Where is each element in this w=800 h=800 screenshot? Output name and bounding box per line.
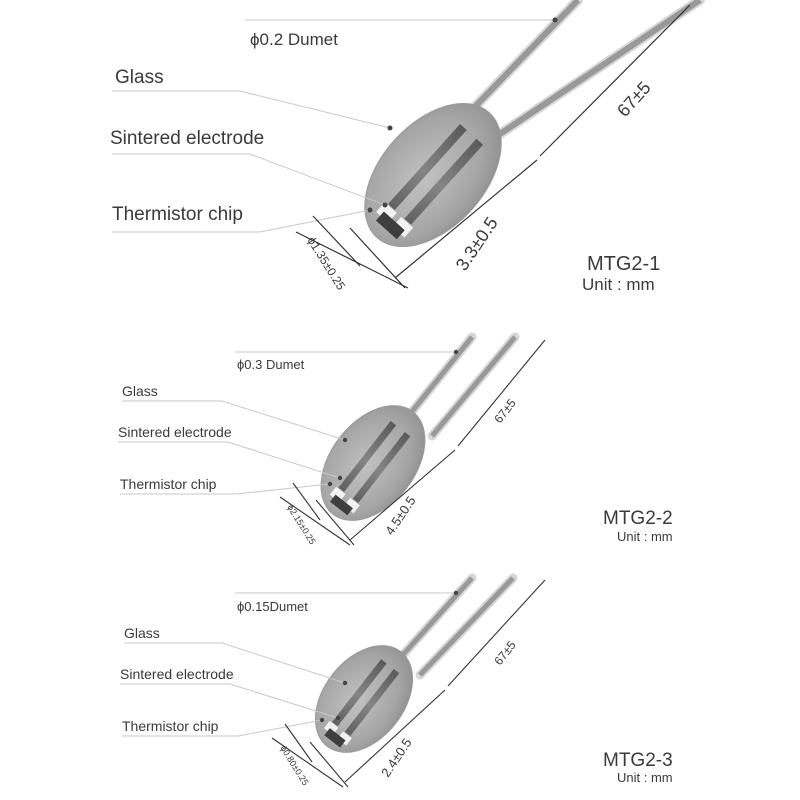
mtg2-2-unit-label: Unit : mm xyxy=(617,529,673,544)
mtg2-3-chip-label: Thermistor chip xyxy=(122,718,219,734)
mtg2-2-electrode-top xyxy=(333,420,397,498)
mtg2-2-electrode-bottom xyxy=(348,432,411,509)
mtg2-2-diagram: ϕ0.3 Dumet Glass Sintered electrode Ther… xyxy=(118,332,673,546)
mtg2-1-lead-length-label: 67±5 xyxy=(613,78,655,121)
mtg2-1-leads xyxy=(463,0,705,139)
mtg2-1-dumet-label: ϕ0.2 Dumet xyxy=(250,30,338,49)
mtg2-3-diagram: ϕ0.15Dumet Glass Sintered electrode Ther… xyxy=(120,573,673,788)
mtg2-1-electrode-label: Sintered electrode xyxy=(110,128,264,149)
mtg2-3-dumet-label: ϕ0.15Dumet xyxy=(237,599,308,614)
mtg2-3-leader-lines xyxy=(120,590,459,737)
mtg2-1-electrode-top xyxy=(381,124,467,218)
mtg2-1-glass-label: Glass xyxy=(115,67,164,88)
mtg2-1-dimension-lines xyxy=(295,4,691,289)
mtg2-1-diagram: ϕ0.2 Dumet Glass Sintered electrode Ther… xyxy=(110,0,705,294)
mtg2-1-chip-label: Thermistor chip xyxy=(112,204,243,225)
mtg2-1-leader-lines xyxy=(112,17,558,233)
mtg2-1-unit-label: Unit : mm xyxy=(582,275,655,294)
mtg2-2-electrode-label: Sintered electrode xyxy=(118,424,232,440)
mtg2-2-glass-body xyxy=(320,405,426,521)
mtg2-2-glass-label: Glass xyxy=(122,383,158,399)
mtg2-3-electrode-bottom xyxy=(340,668,400,742)
mtg2-1-glass-body xyxy=(364,103,502,247)
mtg2-2-dimension-lines xyxy=(279,339,546,546)
mtg2-3-glass-label: Glass xyxy=(124,625,160,641)
mtg2-3-lead-length-label: 67±5 xyxy=(491,638,519,668)
mtg2-3-electrode-label: Sintered electrode xyxy=(120,666,234,682)
mtg2-1-diameter-label: ϕ1.35±0.25 xyxy=(304,234,348,293)
mtg2-1-electrode-bottom xyxy=(397,138,484,233)
mtg2-3-diameter-label: ϕ0.80±0.25 xyxy=(278,744,310,787)
mtg2-3-model-label: MTG2-3 xyxy=(603,750,673,771)
mtg2-3-glass-body xyxy=(314,645,414,753)
mtg2-2-thermistor-chip xyxy=(330,494,353,516)
mtg2-2-dumet-label: ϕ0.3 Dumet xyxy=(237,357,305,372)
mtg2-2-model-label: MTG2-2 xyxy=(603,508,673,529)
mtg2-3-body-length-label: 2.4±0.5 xyxy=(378,735,415,779)
mtg2-3-leads xyxy=(395,573,518,680)
mtg2-2-chip-label: Thermistor chip xyxy=(120,476,217,492)
mtg2-3-thermistor-chip xyxy=(324,728,346,748)
mtg2-2-leader-lines xyxy=(118,349,459,495)
mtg2-3-unit-label: Unit : mm xyxy=(617,770,673,785)
mtg2-2-leads xyxy=(405,332,520,441)
mtg2-3-dimension-lines xyxy=(271,579,546,788)
mtg2-1-thermistor-chip xyxy=(375,211,405,240)
mtg2-3-electrode-top xyxy=(328,659,387,732)
mtg2-1-model-label: MTG2-1 xyxy=(587,253,660,275)
